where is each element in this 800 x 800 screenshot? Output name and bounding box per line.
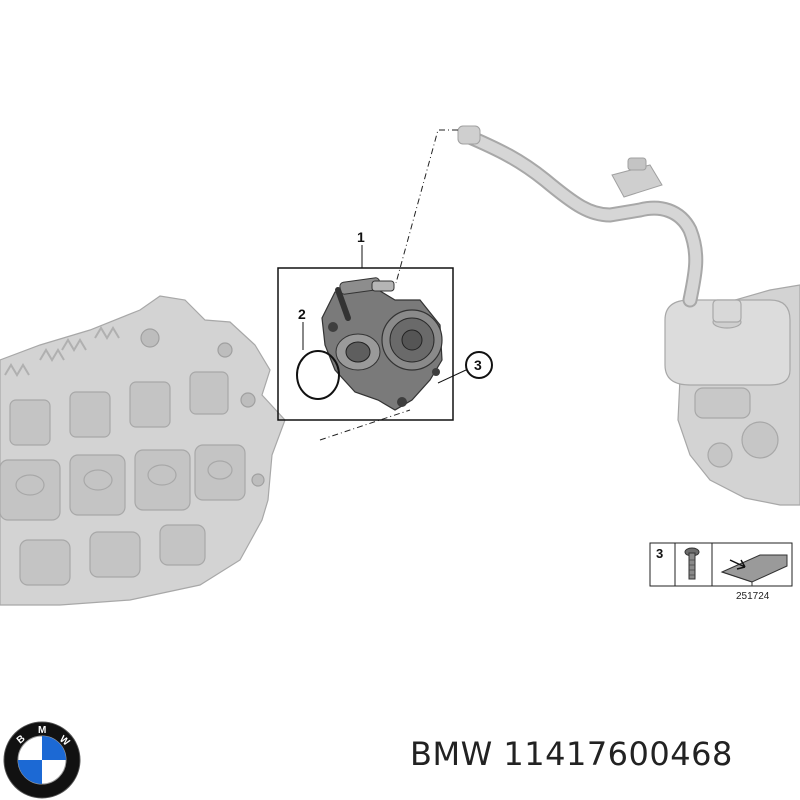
leader-lines: [319, 129, 458, 441]
callout-3-label: 3: [474, 357, 482, 373]
part-number: 11417600468: [503, 735, 733, 773]
callout-2: 2: [298, 306, 306, 350]
part-caption: BMW 11417600468: [410, 735, 733, 773]
callout-1: 1: [357, 229, 365, 268]
vacuum-pump-illustration: [321, 277, 443, 411]
callout-1-label: 1: [357, 229, 365, 245]
logo-letter-m: M: [38, 725, 46, 736]
callout-3: 3: [437, 351, 493, 384]
brake-booster-illustration: [664, 284, 800, 506]
vacuum-hose-illustration: [457, 125, 704, 308]
legend-item-number: 3: [656, 546, 663, 561]
detail-frame: [277, 267, 454, 421]
cylinder-head-illustration: [0, 295, 286, 606]
brand-name: BMW: [410, 735, 493, 773]
torque-surface-icon: [720, 554, 788, 586]
legend-reference-number: 251724: [736, 591, 770, 602]
bmw-logo: B M W: [3, 721, 81, 799]
callout-2-label: 2: [298, 306, 306, 322]
legend-box: 3 251724: [649, 542, 793, 602]
o-ring-illustration: [296, 350, 340, 400]
bolt-icon: [684, 547, 700, 580]
